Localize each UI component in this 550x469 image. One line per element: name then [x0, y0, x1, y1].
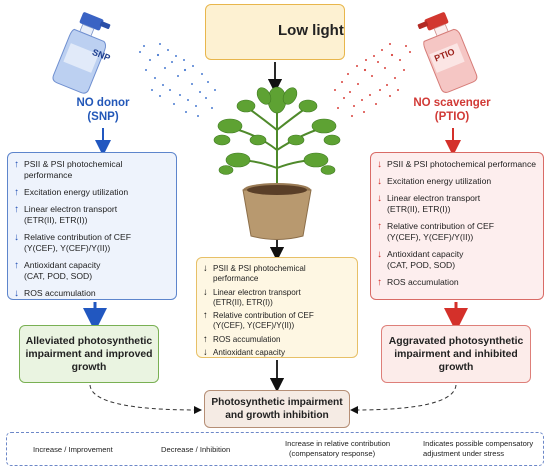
up-arrow-icon: ↑ — [377, 277, 382, 288]
effect-row: ↑ ROS accumulation — [377, 277, 537, 288]
no-donor-line2: (SNP) — [87, 111, 119, 123]
down-arrow-icon: ↓ — [377, 159, 382, 170]
legend-dashed-line1: Indicates possible compensatory — [423, 439, 534, 448]
up-arrow-icon: ↑ — [14, 159, 19, 170]
pot-icon — [242, 183, 312, 240]
dashed-left-to-center — [89, 384, 202, 414]
no-scavenger-line1: NO scavenger — [413, 97, 491, 109]
ptio-effects-box: ↓ PSII & PSI photochemical performance ↓ Ex… — [370, 152, 544, 300]
effect-row: ↓ PSII & PSI photochemical performance — [377, 159, 537, 170]
effect-row: ↓ ROS accumulation — [14, 288, 170, 299]
low-light-label: Low light — [278, 22, 344, 39]
low-light-effects-box: ↓ PSII & PSI photochemical performance ↓ Li… — [196, 257, 358, 358]
legend: Increase / Improvement Decrease / Inhibi… — [6, 432, 544, 466]
legend-relative-line2: (compensatory response) — [289, 449, 376, 458]
effect-sublabel: (Y(CEF), Y(CEF)/Y(II)) — [24, 243, 111, 253]
aggravated-outcome-text: Aggravated photosynthetic impairment and… — [388, 335, 524, 373]
effect-label: PSII & PSI photochemical performance — [213, 264, 306, 283]
effect-row: ↑ Linear electron transport(ETR(II), ETR(… — [14, 204, 170, 226]
effect-sublabel: (Y(CEF), Y(CEF)/Y(II)) — [387, 232, 474, 242]
effect-label: Linear electron transport — [213, 287, 301, 297]
legend-decrease-label: Decrease / Inhibition — [161, 445, 231, 454]
tomato-plant-icon — [213, 86, 341, 185]
down-arrow-icon: ↓ — [377, 176, 382, 187]
effect-row: ↑ PSII & PSI photochemical performance — [14, 159, 170, 181]
legend-dashed-line2: adjustment under stress — [423, 449, 505, 458]
effect-row: ↑ Relative contribution of CEF(Y(CEF), Y(… — [203, 311, 353, 331]
down-arrow-icon: ↓ — [203, 286, 208, 298]
up-arrow-icon: ↑ — [14, 204, 19, 215]
no-scavenger-line2: (PTIO) — [434, 111, 470, 123]
effect-label: Relative contribution of CEF — [387, 221, 494, 231]
alleviated-outcome-box: Alleviated photosynthetic impairment and… — [19, 325, 159, 383]
dashed-right-to-center — [350, 384, 457, 414]
spray-bottle-icon — [417, 12, 478, 93]
effect-label: ROS accumulation — [24, 288, 96, 298]
no-scavenger-title: NO scavenger (PTIO) — [392, 96, 512, 124]
effect-sublabel: (CAT, POD, SOD) — [387, 260, 456, 270]
effect-label: Linear electron transport — [387, 193, 481, 203]
down-arrow-icon: ↓ — [203, 347, 208, 358]
effect-sublabel: (ETR(II), ETR(I)) — [213, 297, 273, 307]
no-donor-line1: NO donor — [76, 97, 130, 109]
down-arrow-icon: ↓ — [377, 249, 382, 260]
low-light-box: Low light — [205, 4, 345, 60]
up-arrow-icon: ↑ — [377, 221, 382, 232]
effect-label: Excitation energy utilization — [387, 176, 492, 186]
effect-row: ↓ Linear electron transport(ETR(II), ETR(… — [377, 193, 537, 215]
no-donor-title: NO donor (SNP) — [58, 96, 148, 124]
aggravated-outcome-box: Aggravated photosynthetic impairment and… — [381, 325, 531, 383]
effect-row: ↓ Antioxidant capacity(CAT, POD, SOD) — [377, 249, 537, 271]
legend-relative-line1: Increase in relative contribution — [285, 439, 391, 448]
effect-row: ↑ Relative contribution of CEF(Y(CEF), Y(… — [377, 221, 537, 243]
down-arrow-icon: ↓ — [377, 193, 382, 204]
effect-row: ↓ Excitation energy utilization — [377, 176, 537, 187]
snp-effects-box: ↑ PSII & PSI photochemical performance ↑ Ex… — [7, 152, 177, 300]
spray-bottle-icon — [52, 12, 111, 94]
effect-label: Antioxidant capacity — [213, 348, 285, 357]
effect-label: ROS accumulation — [387, 277, 459, 287]
impairment-outcome-text: Photosynthetic impairment and growth inh… — [211, 397, 343, 421]
effect-row: ↑ Excitation energy utilization — [14, 187, 170, 198]
spray-mist-left — [139, 43, 216, 117]
down-arrow-icon: ↓ — [14, 232, 19, 243]
effect-label: Relative contribution of CEF — [24, 232, 131, 242]
effect-label: Relative contribution of CEF — [213, 311, 314, 320]
up-arrow-icon: ↑ — [203, 333, 208, 345]
effect-sublabel: (ETR(II), ETR(I)) — [387, 204, 451, 214]
up-arrow-icon: ↑ — [14, 260, 19, 271]
down-arrow-icon: ↓ — [203, 263, 208, 274]
effect-label: Linear electron transport — [24, 204, 118, 214]
up-arrow-icon: ↑ — [203, 310, 208, 321]
effect-row: ↑ Antioxidant capacity(CAT, POD, SOD) — [14, 260, 170, 282]
effect-row: ↑ ROS accumulation — [203, 333, 353, 345]
effect-row: ↓ Relative contribution of CEF(Y(CEF), Y(… — [14, 232, 170, 254]
effect-label: PSII & PSI photochemical performance — [387, 159, 537, 169]
down-arrow-icon: ↓ — [14, 288, 19, 299]
effect-label: Antioxidant capacity — [387, 249, 464, 259]
effect-label: PSII & PSI photochemical performance — [24, 159, 123, 180]
effect-label: Excitation energy utilization — [24, 187, 129, 197]
spray-mist-right — [334, 43, 411, 117]
effect-label: Antioxidant capacity — [24, 260, 101, 270]
effect-label: ROS accumulation — [213, 334, 281, 344]
effect-row: ↓ PSII & PSI photochemical performance — [203, 264, 353, 284]
effect-sublabel: (Y(CEF), Y(CEF)/Y(II)) — [213, 321, 295, 330]
alleviated-outcome-text: Alleviated photosynthetic impairment and… — [25, 335, 153, 373]
impairment-outcome-box: Photosynthetic impairment and growth inh… — [204, 390, 350, 428]
effect-row: ↓ Antioxidant capacity — [203, 348, 353, 358]
up-arrow-icon: ↑ — [14, 187, 19, 198]
effect-sublabel: (ETR(II), ETR(I)) — [24, 215, 88, 225]
effect-row: ↓ Linear electron transport(ETR(II), ETR(… — [203, 286, 353, 308]
legend-increase-label: Increase / Improvement — [33, 445, 113, 454]
effect-sublabel: (CAT, POD, SOD) — [24, 271, 93, 281]
